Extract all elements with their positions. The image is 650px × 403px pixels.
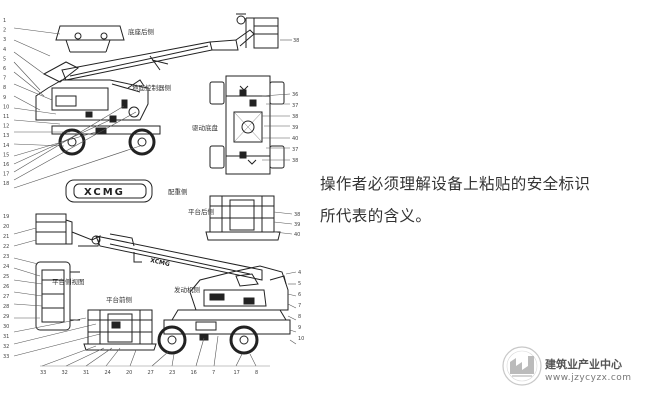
label-ground-control: 地面控制器侧 — [132, 83, 171, 92]
callout-number: 39 — [292, 125, 298, 131]
label-platform-rear: 平台后侧 — [188, 207, 214, 216]
callout-number: 25 — [3, 274, 9, 280]
callout-number: 21 — [3, 234, 9, 240]
platform-rear-view — [205, 195, 281, 241]
callout-number: 19 — [3, 214, 9, 220]
callout-number: 14 — [3, 143, 9, 149]
callout-number: 7 — [298, 303, 301, 309]
callout-number: 10 — [3, 104, 9, 110]
callout-number: 17 — [234, 370, 240, 376]
caption-line-1: 操作者必须理解设备上粘贴的安全标识 — [320, 175, 591, 193]
engine-callout-numbers: 4 5 6 7 8 9 10 — [298, 270, 304, 342]
callout-number: 4 — [298, 270, 301, 276]
caption-line-2: 所代表的含义。 — [320, 207, 432, 225]
callout-number: 27 — [148, 370, 154, 376]
counterweight-side-view — [65, 179, 153, 203]
callout-number: 4 — [3, 47, 6, 53]
callout-number: 38 — [292, 114, 298, 120]
callout-number: 31 — [83, 370, 89, 376]
callout-number: 20 — [126, 370, 132, 376]
left-callouts-top — [13, 27, 141, 189]
callout-number: 38 — [294, 212, 300, 218]
callout-number: 9 — [298, 325, 301, 331]
callout-number: 16 — [191, 370, 197, 376]
drive-chassis-top-view — [209, 75, 285, 175]
label-counterweight-side: 配重侧 — [168, 187, 188, 196]
boom-brand-text: XCMG — [150, 257, 171, 268]
watermark-url: www.jzycyzx.com — [545, 373, 632, 383]
label-drive-chassis: 驱动底盘 — [192, 123, 219, 132]
chassis-right-callouts — [261, 39, 292, 161]
callout-number: 23 — [3, 254, 9, 260]
callout-number: 10 — [298, 336, 304, 342]
callout-number: 37 — [292, 103, 298, 109]
callout-number: 7 — [3, 76, 6, 82]
callout-number: 8 — [298, 314, 301, 320]
callout-number: 22 — [3, 244, 9, 250]
callout-number: 15 — [3, 152, 9, 158]
callout-number: 27 — [3, 294, 9, 300]
callout-number: 37 — [292, 147, 298, 153]
callout-number: 13 — [3, 133, 9, 139]
callout-number: 40 — [292, 136, 298, 142]
callout-number: 32 — [62, 370, 68, 376]
platform-rear-callout-numbers: 38 39 40 — [294, 212, 300, 238]
callout-number: 38 — [292, 158, 298, 164]
callout-number: 39 — [294, 222, 300, 228]
watermark-name: 建筑业产业中心 — [545, 358, 622, 371]
callout-number: 26 — [3, 284, 9, 290]
callout-number: 33 — [40, 370, 46, 376]
bottom-callouts — [40, 335, 270, 367]
bottom-callout-numbers: 33 32 31 24 20 27 23 16 7 17 8 — [40, 370, 258, 376]
watermark-logo — [502, 346, 542, 386]
callout-number: 5 — [3, 56, 6, 62]
callout-number: 32 — [3, 344, 9, 350]
callout-number: 2 — [3, 28, 6, 34]
callout-number: 11 — [3, 114, 9, 120]
callout-number: 17 — [3, 172, 9, 178]
callout-number: 6 — [298, 292, 301, 298]
callout-number: 7 — [212, 370, 215, 376]
callout-number: 16 — [3, 162, 9, 168]
callout-number: 12 — [3, 124, 9, 130]
label-platform-front: 平台前侧 — [106, 295, 132, 304]
top-lift-side-view — [35, 13, 279, 156]
callout-number: 9 — [3, 95, 6, 101]
callout-number: 23 — [169, 370, 175, 376]
platform-front-view — [83, 309, 157, 351]
callout-number: 5 — [298, 281, 301, 287]
platform-side-view — [35, 261, 80, 331]
callout-number: 24 — [105, 370, 111, 376]
callout-number: 8 — [255, 370, 258, 376]
chassis-callout-numbers: 36 37 38 39 40 37 38 — [292, 92, 298, 164]
callout-number: 24 — [3, 264, 9, 270]
callout-number: 29 — [3, 314, 9, 320]
callout-number: 36 — [292, 92, 298, 98]
callout-number: 20 — [3, 224, 9, 230]
bottom-lift-side-view — [35, 213, 291, 355]
top-right-callout-number: 38 — [293, 38, 299, 44]
label-chassis-rear: 底座后侧 — [128, 27, 154, 36]
label-platform-side: 平台侧视图 — [52, 277, 85, 286]
callout-number: 3 — [3, 37, 6, 43]
callout-number: 18 — [3, 181, 9, 187]
callout-number: 28 — [3, 304, 9, 310]
left-callouts-bottom — [13, 227, 101, 357]
callout-number: 6 — [3, 66, 6, 72]
label-engine-side: 发动机侧 — [174, 285, 200, 294]
left-bottom-callout-numbers: 19 20 21 22 23 24 25 26 27 28 29 30 31 32 33 — [3, 214, 9, 360]
callout-number: 1 — [3, 18, 6, 24]
callout-number: 33 — [3, 354, 9, 360]
counterweight-brand-mark: XCMG — [84, 187, 125, 198]
callout-number: 40 — [294, 232, 300, 238]
caption-text: 操作者必须理解设备上粘贴的安全标识 所代表的含义。 — [320, 168, 640, 232]
callout-number: 31 — [3, 334, 9, 340]
engine-right-callouts — [285, 271, 297, 345]
callout-number: 8 — [3, 85, 6, 91]
platform-rear-callouts — [273, 211, 293, 235]
callout-number: 30 — [3, 324, 9, 330]
